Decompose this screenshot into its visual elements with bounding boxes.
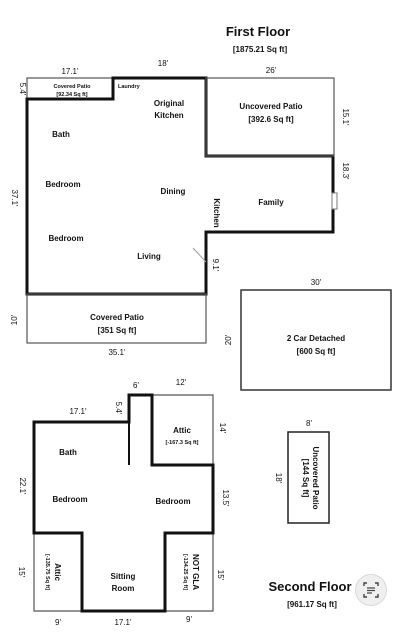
sitting-room-label-1: Sitting <box>111 572 136 581</box>
second-bath-label: Bath <box>59 448 77 457</box>
dim-20: 20' <box>224 334 233 345</box>
second-floor-outline <box>32 393 215 613</box>
dim-17-1-bottom: 17.1' <box>114 618 132 627</box>
kitchen-label: Kitchen <box>212 198 221 227</box>
not-gla-label: NOT GLA <box>191 554 200 590</box>
attic-1-area: [-167.3 Sq ft] <box>165 440 198 446</box>
garage-area: [600 Sq ft] <box>297 347 336 356</box>
sitting-room-label-2: Room <box>112 584 135 593</box>
laundry-label: Laundry <box>118 84 141 90</box>
second-uncovered-patio-label: Uncovered Patio <box>311 446 320 509</box>
dim-30: 30' <box>311 278 322 287</box>
attic-1-label: Attic <box>173 426 191 435</box>
dining-label: Dining <box>161 187 186 196</box>
first-floor-area: [1875.21 Sq ft] <box>233 45 288 54</box>
document-scan-icon <box>363 582 379 598</box>
dim-9-1: 9.1' <box>211 259 220 272</box>
dim-14: 14' <box>218 423 227 434</box>
dim-9-left: 9' <box>55 618 61 627</box>
bedroom-2-label: Bedroom <box>48 234 83 243</box>
covered-patio-small-area: [92.34 Sq ft] <box>56 92 87 98</box>
covered-patio-area: [351 Sq ft] <box>98 326 137 335</box>
dim-13-5: 13.5' <box>221 489 230 507</box>
second-bedroom-2-label: Bedroom <box>155 497 190 506</box>
dim-5-4: 5.4' <box>18 83 27 96</box>
second-bedroom-1-label: Bedroom <box>52 495 87 504</box>
uncovered-patio-label: Uncovered Patio <box>239 102 302 111</box>
attic-2-area: [-135.75 Sq ft] <box>44 554 50 590</box>
original-kitchen-label-2: Kitchen <box>154 111 183 120</box>
attic-2-outline <box>33 533 82 612</box>
bedroom-1-label: Bedroom <box>45 180 80 189</box>
dim-12: 12' <box>176 378 187 387</box>
first-floor-title: First Floor <box>226 24 290 39</box>
dim-15-right: 15' <box>216 570 225 581</box>
dim-18: 18' <box>158 59 169 68</box>
uncovered-patio-outline <box>205 77 335 157</box>
living-label: Living <box>137 252 161 261</box>
dim-37-1: 37.1' <box>10 189 19 207</box>
dim-18-3: 18.3' <box>341 162 350 180</box>
covered-patio-outline <box>26 293 207 344</box>
dim-2-18: 18' <box>274 473 283 484</box>
dim-10: 10' <box>10 314 19 325</box>
dim-35-1: 35.1' <box>108 348 126 357</box>
dim-15-left: 15' <box>17 567 26 578</box>
dim-22-1: 22.1' <box>18 477 27 495</box>
uncovered-patio-area: [392.6 Sq ft] <box>248 115 294 124</box>
dim-15-1: 15.1' <box>341 108 350 126</box>
dim-2-5-4: 5.4' <box>114 402 123 415</box>
second-uncovered-patio-outline <box>287 431 330 524</box>
document-scan-button[interactable] <box>355 574 387 606</box>
not-gla-outline <box>165 533 214 612</box>
dim-8: 8' <box>306 419 312 428</box>
covered-patio-small-label: Covered Patio <box>54 84 92 90</box>
dim-6: 6' <box>133 381 139 390</box>
second-uncovered-patio-area: [144 Sq ft] <box>301 459 310 498</box>
garage-label: 2 Car Detached <box>287 334 345 343</box>
original-kitchen-label-1: Original <box>154 99 184 108</box>
dim-17-1-top: 17.1' <box>61 67 79 76</box>
attic-2-label: Attic <box>53 563 62 581</box>
covered-patio-label: Covered Patio <box>90 313 144 322</box>
not-gla-area: [-134.25 Sq ft] <box>182 554 188 590</box>
second-floor-title: Second Floor <box>268 579 351 594</box>
door-marker <box>331 192 338 210</box>
dim-26: 26' <box>266 66 277 75</box>
door-swing <box>192 247 207 263</box>
family-label: Family <box>258 198 284 207</box>
second-floor-area: [961.17 Sq ft] <box>287 600 337 609</box>
bath-label: Bath <box>52 130 70 139</box>
garage-outline <box>240 289 392 391</box>
dim-2-17-1-top: 17.1' <box>69 407 87 416</box>
dim-9-right: 9' <box>186 615 192 624</box>
